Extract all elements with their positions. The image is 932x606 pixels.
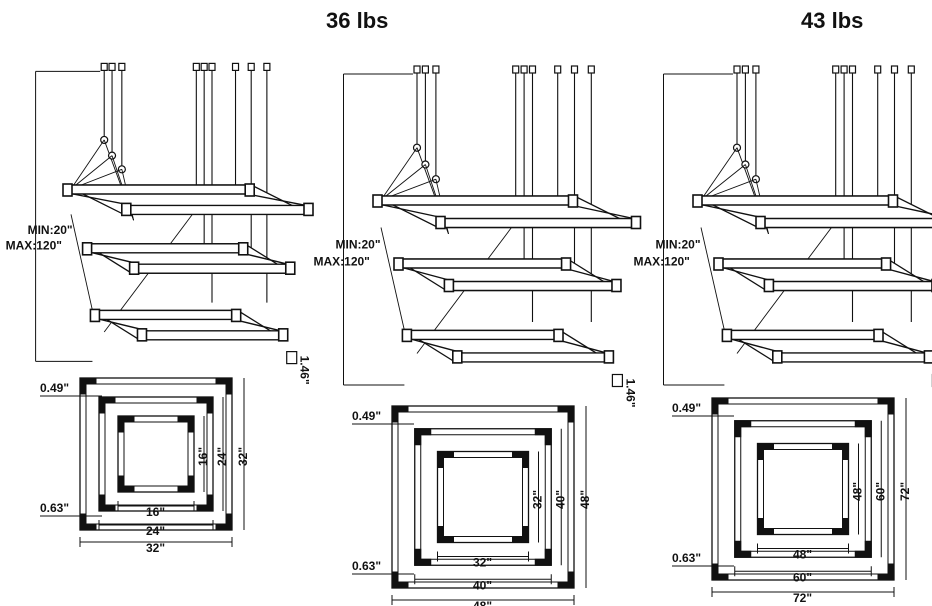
panel-2-ring-1 — [391, 405, 575, 589]
panel-2-elevation: MIN:20" MAX:120" 1.46" — [314, 65, 642, 408]
panel-1-frame-gap: 0.63" — [40, 501, 69, 515]
panel-1-elevation: MIN:20" MAX:120" 1.46" — [6, 62, 314, 385]
panel-1-ring-1-height: 16" — [196, 447, 210, 466]
panel-3-ring-1 — [711, 397, 895, 581]
panel-3-ring-3-width: 72" — [793, 591, 812, 605]
panel-3-elevation: MIN:20"MAX:120"1.46" — [634, 65, 932, 388]
panel-3-ring-1-height: 48" — [851, 482, 865, 501]
panel-2-ring-1-width: 32" — [473, 556, 492, 570]
panel-1-ring-3-height: 32" — [236, 447, 250, 466]
panel-3-ring-3 — [756, 442, 850, 536]
panel-2-frame-width: 0.49" — [352, 409, 381, 423]
panel-2-plan: 48" 48" 40" 40" 32" 32" 0.49" 0.63" — [352, 405, 592, 606]
panel-3-ring-2 — [734, 420, 872, 558]
panel-2-frame-gap: 0.63" — [352, 559, 381, 573]
panel-2-ring-3-width: 48" — [473, 599, 492, 606]
panel-2-weight: 36 lbs — [326, 8, 389, 33]
panel-1-ring-2-width: 24" — [146, 524, 165, 538]
panel-1-height-min: MIN:20" — [28, 223, 73, 237]
panel-1-ring-3-width: 32" — [146, 541, 165, 555]
panel-1-plan: 32" 32" 24" 24" 16" 16" 0.49" 0.63" — [40, 377, 250, 555]
panel-3-ring-2-width: 60" — [793, 570, 812, 584]
panel-1-ring-3 — [117, 415, 195, 493]
panel-2-ring-3 — [436, 450, 530, 544]
panel-1-ring-2 — [98, 396, 214, 512]
panel-3-ring-1-width: 48" — [793, 548, 812, 562]
panel-3-plan: 72" 72" 60" 60" 48" 48" 0.49" 0.63" — [672, 397, 912, 605]
panel-3-frame-gap: 0.63" — [672, 551, 701, 565]
panel-1-ring-1 — [79, 377, 233, 531]
panel-3-ring-3-height: 72" — [898, 482, 912, 501]
panel-3-ring-2-height: 60" — [873, 482, 887, 501]
panel-3-weight: 43 lbs — [801, 8, 864, 33]
panel-2-ring-1-height: 32" — [531, 490, 545, 509]
panel-3-height-min: MIN:20" — [656, 238, 701, 252]
panel-2-ring-2-height: 40" — [553, 490, 567, 509]
panel-2-rail-height: 1.46" — [623, 379, 637, 408]
panel-1-ring-1-width: 16" — [146, 505, 165, 519]
panel-1-frame-width: 0.49" — [40, 381, 69, 395]
panel-2-ring-3-height: 48" — [578, 490, 592, 509]
panel-3-frame-width: 0.49" — [672, 401, 701, 415]
panel-2-ring-2-width: 40" — [473, 578, 492, 592]
panel-2-ring-2 — [414, 428, 552, 566]
panel-1-rail-height: 1.46" — [298, 356, 312, 385]
panel-2-height-max: MAX:120" — [314, 254, 370, 268]
panel-1-height-max: MAX:120" — [6, 239, 62, 253]
panel-3-height-max: MAX:120" — [634, 254, 690, 268]
panel-1-ring-2-height: 24" — [215, 447, 229, 466]
panel-2-height-min: MIN:20" — [336, 238, 381, 252]
